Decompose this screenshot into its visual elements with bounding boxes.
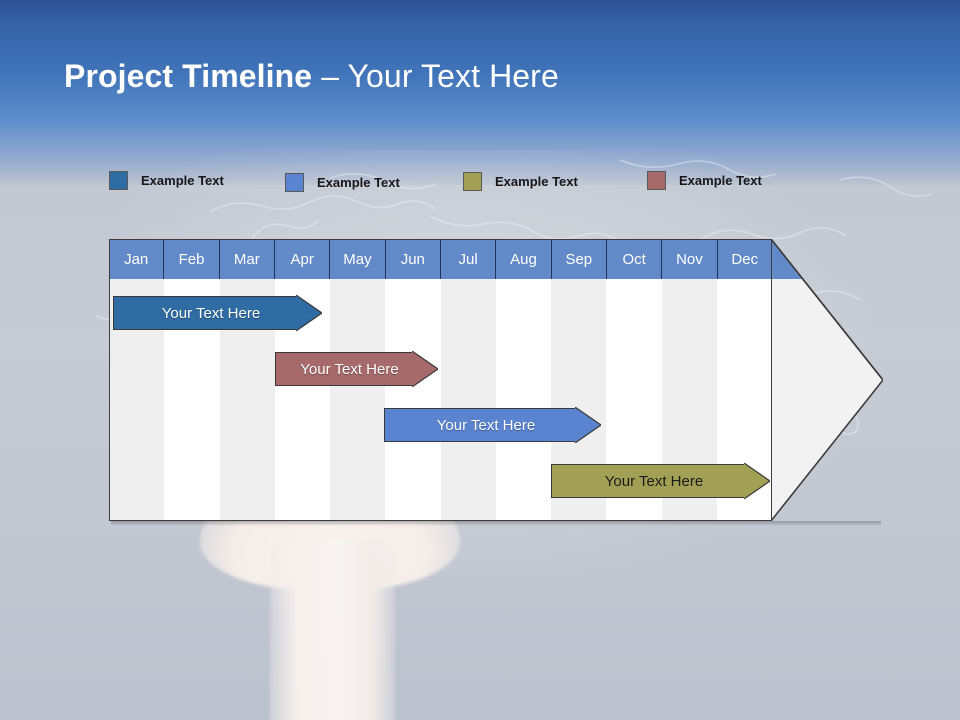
- timeline-bar-4-label: Your Text Here: [604, 472, 704, 490]
- timeline-bar-2[interactable]: Your Text Here: [275, 351, 438, 387]
- month-header-apr[interactable]: Apr: [274, 239, 331, 279]
- timeline-bar-4-arrow-tip-icon: [744, 463, 770, 499]
- page-title: Project Timeline – Your Text Here: [64, 58, 559, 95]
- timeline-bar-2-shaft: [275, 352, 413, 386]
- legend-label-1: Example Text: [141, 173, 224, 188]
- month-header-mar[interactable]: Mar: [219, 239, 275, 279]
- timeline-bar-1[interactable]: Your Text Here: [113, 295, 323, 331]
- legend-label-4: Example Text: [679, 173, 762, 188]
- page-title-strong: Project Timeline: [64, 58, 313, 94]
- timeline-month-header: Jan Feb Mar Apr May Jun Jul Aug Sep Oct …: [109, 239, 772, 279]
- timeline-bar-4-shaft: [551, 464, 745, 498]
- legend-swatch-icon-1: [109, 171, 128, 190]
- month-header-jun[interactable]: Jun: [385, 239, 441, 279]
- timeline-bar-3-label: Your Text Here: [436, 416, 536, 434]
- background-sky-gradient: [0, 0, 960, 190]
- month-header-jul[interactable]: Jul: [440, 239, 497, 279]
- month-header-nov[interactable]: Nov: [662, 239, 718, 279]
- timeline-bar-2-arrow-tip-icon: [412, 351, 438, 387]
- timeline-bar-2-label: Your Text Here: [300, 360, 399, 378]
- timeline-bar-4[interactable]: Your Text Here: [551, 463, 771, 499]
- timeline-bar-1-shaft: [113, 296, 297, 330]
- timeline-grid-outline: [109, 239, 772, 521]
- column-band-aug: [495, 279, 551, 521]
- legend-swatch-icon-4: [647, 171, 666, 190]
- timeline-bar-1-arrow-tip-icon: [296, 295, 322, 331]
- column-band-jun: [385, 279, 441, 521]
- month-header-jan[interactable]: Jan: [109, 239, 165, 279]
- column-band-jul: [440, 279, 496, 521]
- column-band-may: [330, 279, 386, 521]
- month-header-sep[interactable]: Sep: [551, 239, 607, 279]
- legend-item-4[interactable]: Example Text: [647, 171, 762, 190]
- legend-swatch-icon-3: [463, 172, 482, 191]
- timeline-bar-1-label: Your Text Here: [161, 304, 261, 322]
- timeline-bar-3-shaft: [384, 408, 576, 442]
- month-header-may[interactable]: May: [330, 239, 386, 279]
- timeline-column-bands: [109, 279, 772, 521]
- legend-item-2[interactable]: Example Text: [285, 173, 400, 192]
- legend-swatch-icon-2: [285, 173, 304, 192]
- month-header-aug[interactable]: Aug: [496, 239, 552, 279]
- timeline-chart: Jan Feb Mar Apr May Jun Jul Aug Sep Oct …: [109, 239, 772, 521]
- page-title-dash: –: [312, 58, 348, 94]
- month-header-feb[interactable]: Feb: [164, 239, 220, 279]
- legend-item-1[interactable]: Example Text: [109, 171, 224, 190]
- timeline-bar-3[interactable]: Your Text Here: [384, 407, 602, 443]
- month-header-dec[interactable]: Dec: [717, 239, 772, 279]
- month-header-oct[interactable]: Oct: [606, 239, 663, 279]
- page-title-light: Your Text Here: [347, 58, 559, 94]
- legend-item-3[interactable]: Example Text: [463, 172, 578, 191]
- timeline-bar-3-arrow-tip-icon: [575, 407, 601, 443]
- legend-label-2: Example Text: [317, 175, 400, 190]
- legend-label-3: Example Text: [495, 174, 578, 189]
